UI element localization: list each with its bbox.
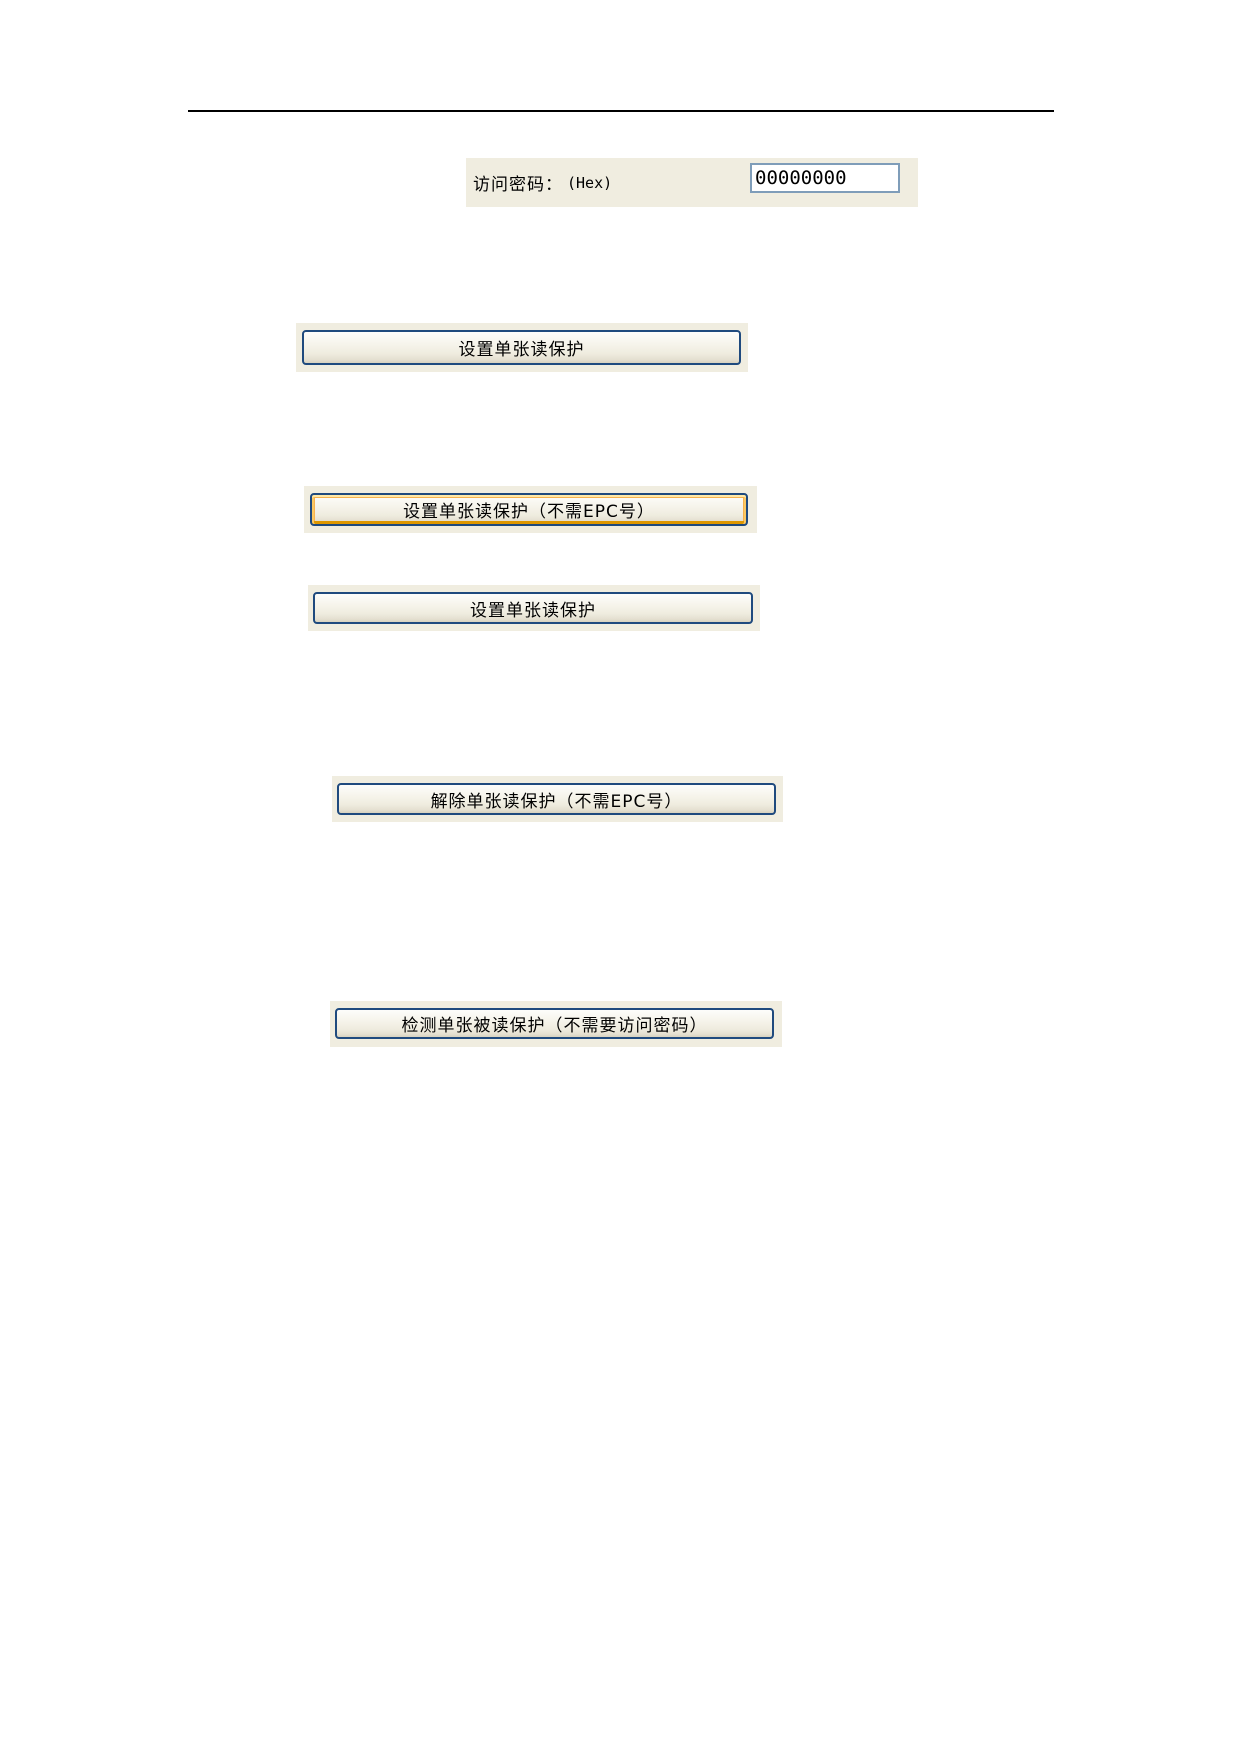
header-rule	[188, 110, 1054, 112]
button-panel-4: 解除单张读保护（不需EPC号）	[332, 776, 783, 822]
check-single-read-protection-no-password-button[interactable]: 检测单张被读保护（不需要访问密码）	[335, 1008, 774, 1039]
set-single-read-protection-button[interactable]: 设置单张读保护	[302, 330, 741, 365]
set-single-read-protection-no-epc-button[interactable]: 设置单张读保护（不需EPC号）	[310, 493, 748, 526]
access-password-panel: 访问密码： (Hex)	[466, 158, 918, 207]
hex-format-hint: (Hex)	[567, 173, 613, 192]
button-panel-2: 设置单张读保护（不需EPC号）	[304, 486, 757, 533]
button-panel-1: 设置单张读保护	[296, 323, 748, 372]
remove-single-read-protection-no-epc-button[interactable]: 解除单张读保护（不需EPC号）	[337, 783, 776, 815]
set-single-read-protection-button-2[interactable]: 设置单张读保护	[313, 592, 753, 624]
button-panel-5: 检测单张被读保护（不需要访问密码）	[330, 1001, 782, 1047]
button-panel-3: 设置单张读保护	[308, 585, 760, 631]
access-password-label-text: 访问密码：	[473, 175, 563, 195]
access-password-label: 访问密码： (Hex)	[473, 158, 612, 207]
access-password-input[interactable]	[750, 163, 900, 193]
